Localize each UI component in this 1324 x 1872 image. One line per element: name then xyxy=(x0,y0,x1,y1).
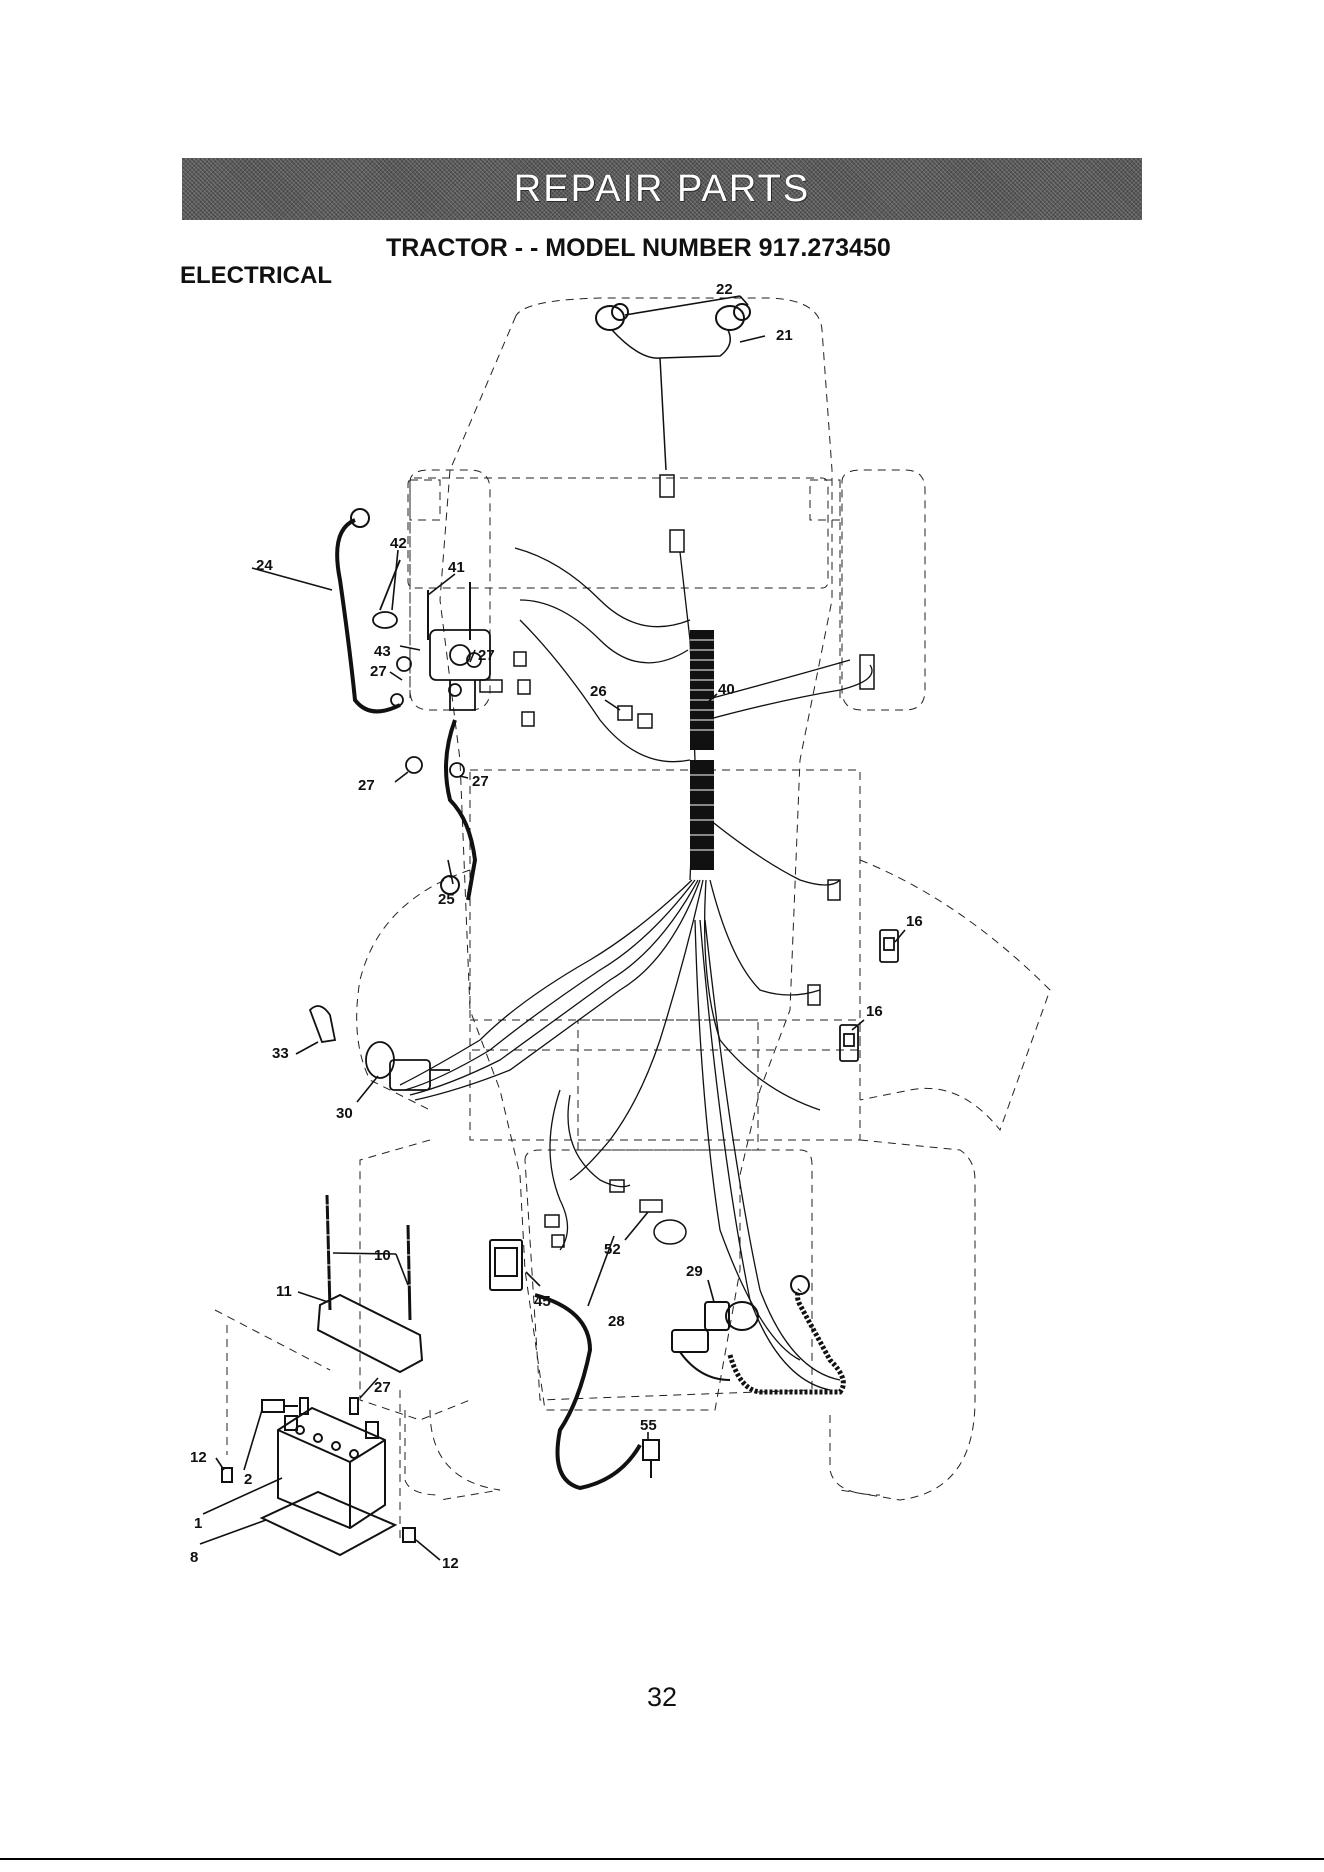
seat-switch-lower xyxy=(840,1025,858,1061)
seat-switch-upper xyxy=(880,930,898,962)
tractor-outline xyxy=(215,298,1050,1540)
headlight-left xyxy=(596,304,628,330)
hold-down-rods-thread xyxy=(325,1205,412,1285)
headlight-right xyxy=(716,304,750,330)
ignition-key xyxy=(310,1006,335,1042)
callout-33: 33 xyxy=(272,1045,289,1062)
leader-lines xyxy=(200,296,905,1560)
ignition-switch xyxy=(366,1042,450,1090)
callout-24: 24 xyxy=(256,557,273,574)
callout-41: 41 xyxy=(448,559,465,576)
callout-27c: 27 xyxy=(358,777,375,794)
harness-loom xyxy=(690,630,714,870)
callout-labels: 22 21 24 42 41 43 27 27 27 27 26 40 25 1… xyxy=(190,281,923,1572)
relay-26 xyxy=(618,706,652,728)
callout-25: 25 xyxy=(438,891,455,908)
callout-1: 1 xyxy=(194,1515,202,1532)
battery-tray xyxy=(262,1492,395,1555)
bottom-rule xyxy=(0,1858,1324,1860)
battery xyxy=(278,1408,385,1528)
callout-42: 42 xyxy=(390,535,407,552)
callout-16b: 16 xyxy=(866,1003,883,1020)
callout-11: 11 xyxy=(276,1283,292,1300)
callout-12a: 12 xyxy=(190,1449,207,1466)
callout-43: 43 xyxy=(374,643,391,660)
callout-27a: 27 xyxy=(370,663,387,680)
callout-27e: 27 xyxy=(374,1379,391,1396)
callout-22: 22 xyxy=(716,281,733,298)
callout-30: 30 xyxy=(336,1105,353,1122)
callout-27d: 27 xyxy=(472,773,489,790)
callout-2: 2 xyxy=(244,1471,252,1488)
callout-10: 10 xyxy=(374,1247,391,1264)
fuse-52 xyxy=(640,1200,686,1244)
seat-connectors xyxy=(808,655,874,1005)
callout-16a: 16 xyxy=(906,913,923,930)
main-wire-harness xyxy=(400,548,872,1390)
callout-26: 26 xyxy=(590,683,607,700)
callout-12b: 12 xyxy=(442,1555,459,1572)
electronic-module xyxy=(490,1240,522,1290)
callout-27b: 27 xyxy=(478,647,495,664)
callout-45: 45 xyxy=(534,1293,551,1310)
callout-29: 29 xyxy=(686,1263,703,1280)
callout-40: 40 xyxy=(718,681,735,698)
callout-8: 8 xyxy=(190,1549,198,1566)
callout-21: 21 xyxy=(776,327,793,344)
page-number: 32 xyxy=(0,1682,1324,1713)
callout-52: 52 xyxy=(604,1241,621,1258)
bolt-55 xyxy=(643,1440,659,1478)
callout-28: 28 xyxy=(608,1313,625,1330)
hold-down-bracket xyxy=(318,1295,422,1372)
pto-switch xyxy=(705,1302,758,1330)
callout-55: 55 xyxy=(640,1417,657,1434)
pto-connector xyxy=(672,1330,730,1380)
